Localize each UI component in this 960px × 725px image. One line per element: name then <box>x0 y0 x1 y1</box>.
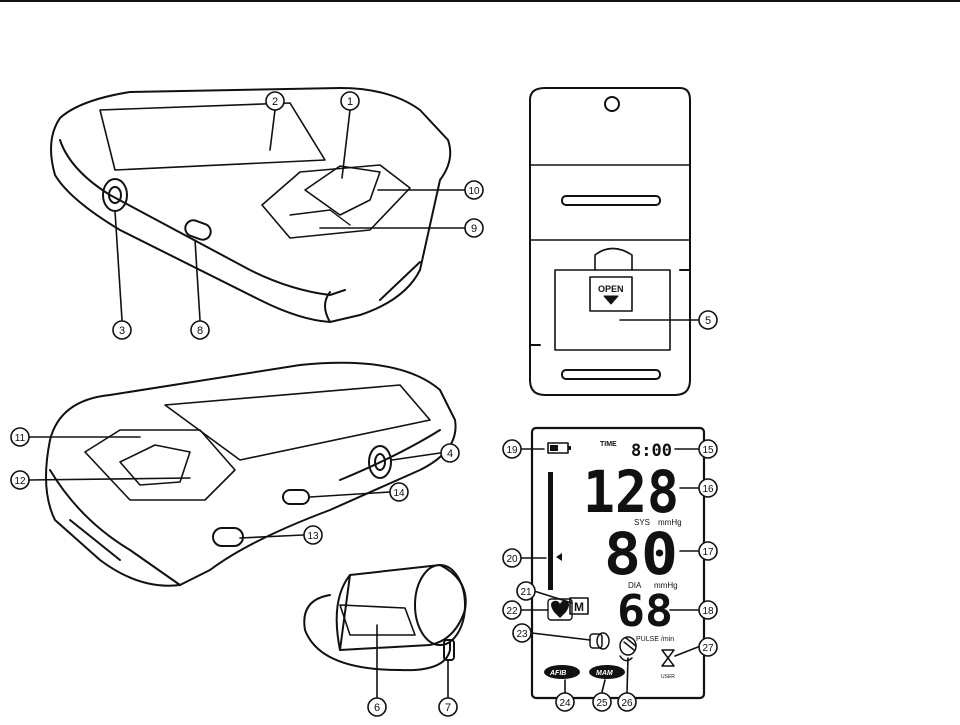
svg-text:13: 13 <box>307 531 319 542</box>
lcd-display: TIME 8:00 128 SYS mmHg 80 DIA mmHg 68 PU… <box>532 428 704 698</box>
svg-text:22: 22 <box>506 606 518 617</box>
leader-lines <box>28 110 698 705</box>
device-top-view <box>51 88 450 322</box>
svg-text:2: 2 <box>272 96 278 108</box>
lcd-memory-label: M <box>574 600 584 614</box>
callout-5: 5 <box>699 311 717 329</box>
callout-14: 14 <box>390 483 408 501</box>
device-front-screen <box>165 385 430 460</box>
down-arrow-icon <box>604 296 618 304</box>
callout-4: 4 <box>441 444 459 462</box>
svg-text:1: 1 <box>347 96 353 108</box>
svg-text:23: 23 <box>516 629 528 640</box>
callout-20: 20 <box>503 549 521 567</box>
cuff-check-icon <box>590 633 609 649</box>
callout-16: 16 <box>699 479 717 497</box>
heart-icon <box>551 601 569 618</box>
hanging-hole-icon <box>605 97 619 111</box>
callout-19: 19 <box>503 440 521 458</box>
arm-wrap-icon <box>620 637 636 661</box>
callout-3: 3 <box>113 321 131 339</box>
svg-text:6: 6 <box>374 702 380 714</box>
svg-text:9: 9 <box>471 223 477 235</box>
callout-7: 7 <box>439 698 457 716</box>
callout-23: 23 <box>513 624 531 642</box>
svg-text:11: 11 <box>15 433 26 444</box>
open-label: OPEN <box>598 284 624 294</box>
hourglass-icon <box>662 650 674 666</box>
svg-text:25: 25 <box>596 698 608 709</box>
svg-text:24: 24 <box>559 698 571 709</box>
svg-text:20: 20 <box>506 554 518 565</box>
svg-text:12: 12 <box>14 476 26 487</box>
side-switch-icon <box>183 218 213 242</box>
arm-cuff <box>304 565 465 670</box>
callout-12: 12 <box>11 471 29 489</box>
svg-text:18: 18 <box>702 606 714 617</box>
callout-10: 10 <box>465 181 483 199</box>
callout-11: 11 <box>11 428 29 446</box>
lcd-user-label: USER <box>661 674 675 680</box>
callout-24: 24 <box>556 693 574 711</box>
svg-text:26: 26 <box>621 698 633 709</box>
device-screen-outline <box>100 103 325 170</box>
callout-21: 21 <box>517 582 535 600</box>
lcd-diastolic: 80 <box>604 520 678 588</box>
callout-13: 13 <box>304 526 322 544</box>
svg-text:14: 14 <box>393 488 405 499</box>
callout-17: 17 <box>699 542 717 560</box>
pressure-indicator-icon <box>556 553 562 561</box>
callout-1: 1 <box>341 92 359 110</box>
lcd-afib-label: AFIB <box>549 670 566 677</box>
callout-6: 6 <box>368 698 386 716</box>
callout-badges: 1 2 3 4 5 6 7 8 9 10 11 12 13 14 15 16 1… <box>11 92 717 716</box>
lcd-pulse-label: PULSE /min <box>636 636 674 643</box>
svg-text:16: 16 <box>702 484 714 495</box>
callout-8: 8 <box>191 321 209 339</box>
lcd-systolic: 128 <box>583 458 679 526</box>
svg-text:7: 7 <box>445 702 451 714</box>
svg-text:19: 19 <box>506 445 518 456</box>
svg-text:10: 10 <box>468 186 480 197</box>
device-button-cluster <box>262 165 410 238</box>
svg-text:21: 21 <box>520 587 532 598</box>
device-back-view <box>530 88 690 395</box>
svg-text:17: 17 <box>702 547 714 558</box>
callout-22: 22 <box>503 601 521 619</box>
svg-text:15: 15 <box>702 445 714 456</box>
svg-text:3: 3 <box>119 325 125 337</box>
svg-text:4: 4 <box>447 448 453 460</box>
lcd-mam-label: MAM <box>596 670 613 677</box>
battery-cover-outline <box>555 270 670 350</box>
callout-25: 25 <box>593 693 611 711</box>
svg-text:27: 27 <box>702 643 714 654</box>
pressure-bar <box>548 472 553 590</box>
callout-26: 26 <box>618 693 636 711</box>
lcd-time-label: TIME <box>600 441 617 448</box>
callout-9: 9 <box>465 219 483 237</box>
open-tab <box>590 277 632 311</box>
lcd-pulse: 68 <box>617 586 673 637</box>
svg-text:5: 5 <box>705 315 711 327</box>
callout-2: 2 <box>266 92 284 110</box>
callout-18: 18 <box>699 601 717 619</box>
svg-text:8: 8 <box>197 325 203 337</box>
device-front-view <box>46 363 456 586</box>
callout-15: 15 <box>699 440 717 458</box>
callout-27: 27 <box>699 638 717 656</box>
cuff-port-icon <box>103 179 127 211</box>
